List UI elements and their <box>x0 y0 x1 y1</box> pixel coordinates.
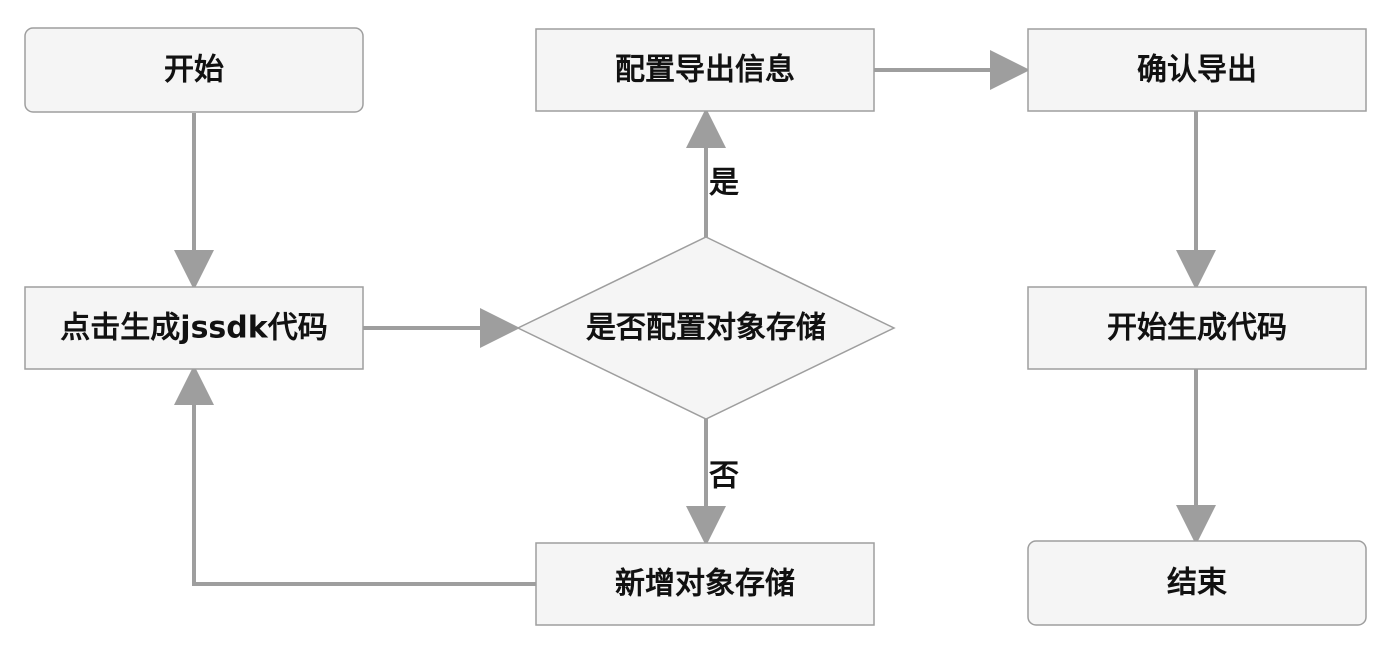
edge-add-to-click <box>174 365 536 586</box>
node-decision-storage-label: 是否配置对象存储 <box>586 311 826 346</box>
edges <box>174 50 1216 586</box>
node-end-label: 结束 <box>1167 566 1227 601</box>
node-begin-generate: 开始生成代码 <box>1027 286 1367 370</box>
edge-yes-label: 是 <box>709 166 739 201</box>
node-end: 结束 <box>1027 540 1367 626</box>
node-click-generate-label: 点击生成jssdk代码 <box>60 311 327 346</box>
node-add-storage-label: 新增对象存储 <box>615 567 795 602</box>
node-start-label: 开始 <box>164 53 224 88</box>
edge-labels: 是 否 <box>709 166 739 494</box>
node-decision-storage: 是否配置对象存储 <box>516 236 896 420</box>
node-confirm-export-label: 确认导出 <box>1137 53 1257 88</box>
node-configure-export: 配置导出信息 <box>535 28 875 112</box>
node-configure-export-label: 配置导出信息 <box>615 53 795 88</box>
node-confirm-export: 确认导出 <box>1027 28 1367 112</box>
node-click-generate: 点击生成jssdk代码 <box>24 286 364 370</box>
node-begin-generate-label: 开始生成代码 <box>1107 311 1287 346</box>
edge-no-label: 否 <box>709 459 739 494</box>
nodes: 开始 点击生成jssdk代码 是否配置对象存储 配置导出信息 新增对象存储 确认 <box>24 27 1367 626</box>
node-add-storage: 新增对象存储 <box>535 542 875 626</box>
node-start: 开始 <box>24 27 364 113</box>
